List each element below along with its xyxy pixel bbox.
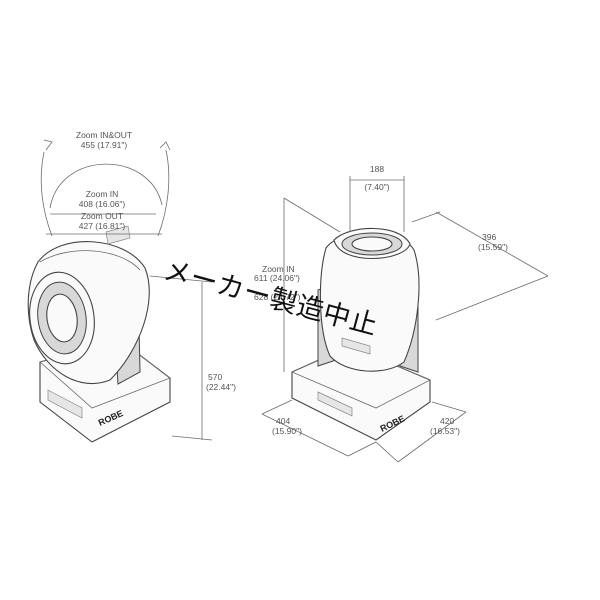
left-height-ext-top <box>149 275 213 283</box>
left-head-top <box>39 250 141 271</box>
left-arc-outer-left <box>40 151 53 237</box>
left-arc-outer-right <box>157 149 170 237</box>
right-base-right-ext2 <box>375 441 399 463</box>
right-depth-in: (15.59") <box>478 242 508 252</box>
right-width-in: (7.40") <box>364 182 389 192</box>
left-height-in: (22.44") <box>206 382 236 392</box>
left-zoom-in-label: Zoom IN <box>86 189 119 199</box>
right-base-left-ext2 <box>347 441 377 457</box>
right-base-right-ext <box>431 401 467 413</box>
right-zoom-ext-top <box>283 197 341 233</box>
right-zoom-out-value: 628 (24.72") <box>254 292 301 302</box>
left-arc-arrow-left <box>43 139 53 151</box>
left-base-vent <box>47 389 83 419</box>
right-depth-line <box>435 211 549 277</box>
right-base-vent <box>317 391 353 417</box>
right-base-left-mm: 404 <box>276 416 290 426</box>
left-height-ext-bottom <box>171 435 213 441</box>
right-base-left-line <box>261 413 349 457</box>
right-head-vent <box>341 337 371 355</box>
right-base-left-ext <box>261 399 293 415</box>
left-zoom-in-value: 408 (16.06") <box>79 199 126 209</box>
left-lens-inner <box>46 293 78 343</box>
left-zoom-inout-arc <box>49 163 163 209</box>
right-zoom-in-value: 611 (24.06") <box>254 273 300 283</box>
left-zoom-out-label: Zoom OUT <box>81 211 123 221</box>
left-zoom-inout-label: Zoom IN&OUT <box>76 130 132 140</box>
right-base-left-in: (15.90") <box>272 426 302 436</box>
right-base-right-mm: 420 <box>440 416 454 426</box>
right-depth-ext-top <box>411 211 441 223</box>
left-arc-arrow-right <box>159 141 171 151</box>
right-base-right-line <box>397 411 467 463</box>
right-lens-inner <box>351 236 393 252</box>
right-base-right-in: (16.53") <box>430 426 460 436</box>
right-depth-ext-bottom <box>435 275 549 321</box>
left-height-mm: 570 <box>208 372 222 382</box>
right-depth-mm: 396 <box>482 232 496 242</box>
left-zoom-inout-value: 455 (17.91") <box>81 140 128 150</box>
left-fixture: ROBE Zoom IN&OUT 455 (17.91") Zoom IN 40… <box>27 130 236 443</box>
right-width-mm: 188 <box>370 164 384 174</box>
left-head-vent <box>105 225 131 245</box>
right-zoom-in-label: Zoom IN <box>262 264 295 274</box>
left-zoom-out-value: 427 (16.81") <box>79 221 126 231</box>
